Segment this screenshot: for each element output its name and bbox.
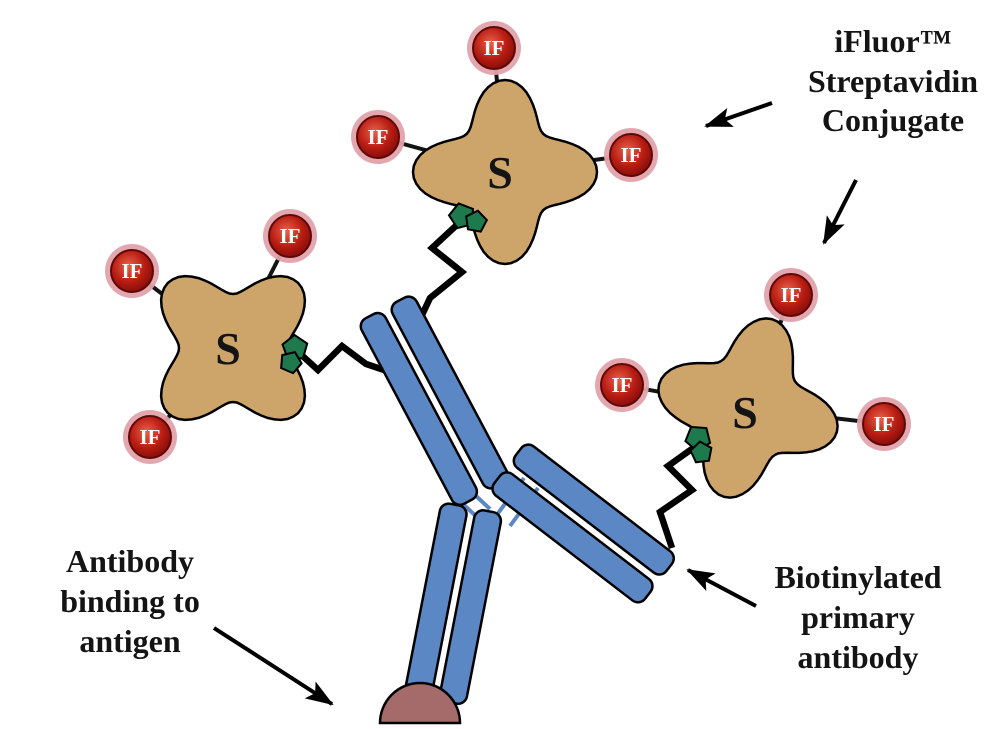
biotin-linker — [412, 219, 468, 332]
primary-antibody — [359, 295, 675, 706]
ifluor-label: IF — [122, 259, 143, 283]
ifluor-label: IF — [612, 373, 633, 397]
ifluor-dye: IF — [123, 410, 177, 464]
antigen-label-line2: binding to — [60, 583, 200, 619]
antibody-label-line3: antibody — [798, 639, 919, 675]
arrow-to-antigen — [212, 626, 334, 706]
ifluor-dye: IF — [595, 358, 649, 412]
streptavidin-conjugate-right: S IF IF IF — [595, 268, 911, 550]
ifluor-label: IF — [781, 283, 802, 307]
arrow-to-antibody — [686, 568, 757, 608]
ifluor-core — [769, 273, 813, 317]
ifluor-core — [472, 26, 516, 70]
ifluor-dye: IF — [764, 268, 818, 322]
streptavidin-label: S — [215, 323, 241, 374]
ifluor-dye: IF — [351, 110, 405, 164]
biotin-linker — [656, 443, 698, 550]
ifluor-dye: IF — [105, 244, 159, 298]
antibody-right-arm — [491, 443, 675, 604]
antigen-label-line1: Antibody — [66, 543, 194, 579]
ifluor-label: IF — [874, 412, 895, 436]
antibody-left-arm — [359, 295, 510, 507]
ifluor-core — [128, 415, 172, 459]
antibody-label-line2: primary — [801, 599, 915, 635]
antibody-chain — [359, 311, 479, 507]
ifluor-dye: IF — [604, 128, 658, 182]
arrow-to-right-conjugate — [822, 179, 858, 245]
conjugate-annotation: iFluor™ Streptavidin Conjugate — [808, 23, 978, 138]
ifluor-core — [609, 133, 653, 177]
streptavidin-conjugate-left: S IF IF IF — [105, 209, 392, 464]
ifluor-dye: IF — [467, 21, 521, 75]
streptavidin-body — [159, 274, 307, 422]
ifluor-core — [356, 115, 400, 159]
antibody-stem — [404, 502, 503, 706]
ifluor-dye: IF — [263, 209, 317, 263]
ifluor-label: IF — [368, 125, 389, 149]
ifluor-label: IF — [484, 36, 505, 60]
streptavidin-body — [411, 78, 599, 266]
biotin-linker — [293, 341, 392, 376]
ifluor-label: IF — [621, 143, 642, 167]
arrow-to-top-conjugate — [704, 101, 773, 128]
streptavidin-label: S — [487, 147, 513, 198]
streptavidin-conjugate-top: S IF IF IF — [351, 21, 658, 332]
ifluor-dye: IF — [857, 397, 911, 451]
antigen-label-line3: antigen — [79, 623, 181, 659]
conjugate-label-line2: Streptavidin — [808, 63, 978, 99]
ifluor-core — [268, 214, 312, 258]
antibody-label-line1: Biotinylated — [774, 559, 941, 595]
conjugate-label-line3: Conjugate — [822, 102, 964, 138]
antigen — [378, 681, 462, 725]
antibody-chain — [491, 471, 654, 604]
ifluor-core — [600, 363, 644, 407]
primary-antibody-annotation: Biotinylated primary antibody — [774, 559, 941, 675]
ifluor-core — [862, 402, 906, 446]
antibody-chain — [512, 443, 675, 576]
antigen-binding-annotation: Antibody binding to antigen — [60, 543, 200, 659]
ifluor-label: IF — [140, 425, 161, 449]
conjugate-label-line1: iFluor™ — [834, 23, 951, 59]
streptavidin-label: S — [732, 387, 758, 438]
ifluor-label: IF — [280, 224, 301, 248]
ifluor-core — [110, 249, 154, 293]
